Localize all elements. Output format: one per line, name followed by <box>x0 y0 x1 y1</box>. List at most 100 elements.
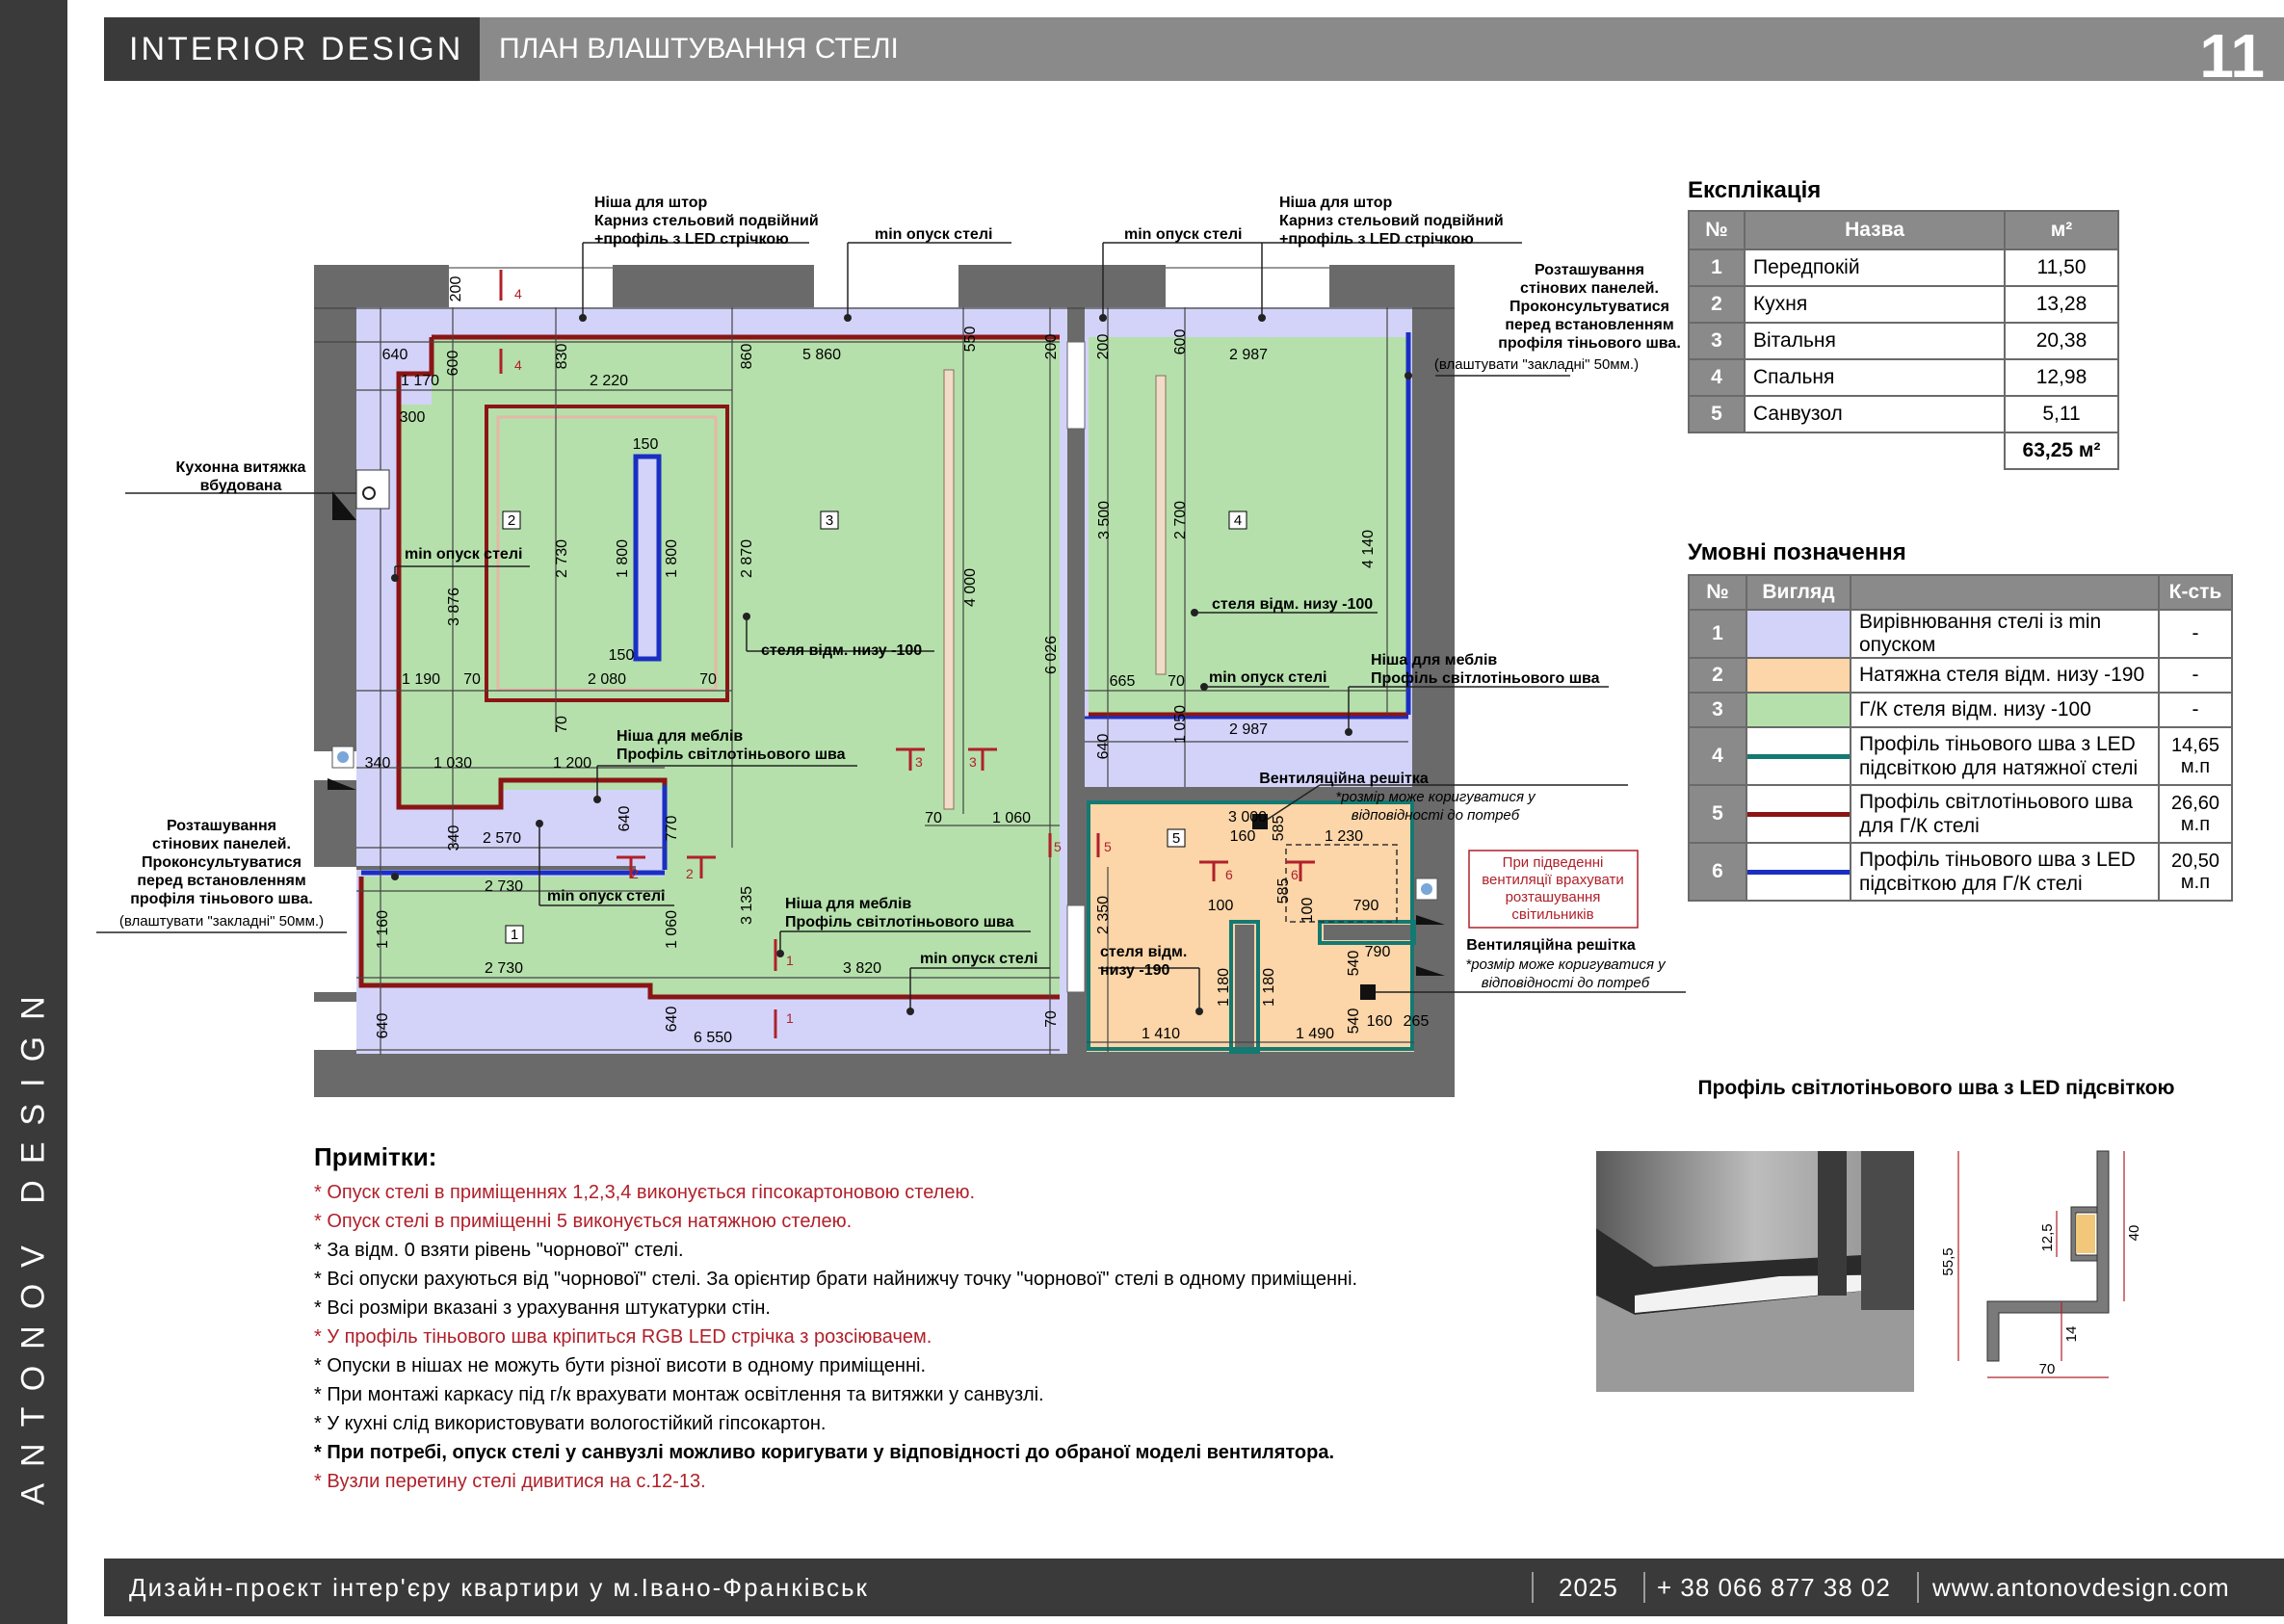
callout-wall-panels-top-note: (влаштувати "закладні" 50мм.) <box>1434 356 1639 373</box>
footer-website[interactable]: www.antonovdesign.com <box>1932 1573 2230 1602</box>
dim-label: 200 <box>1095 334 1112 360</box>
callout-min-drop-top-right: min опуск стелі <box>1124 226 1242 243</box>
dim-label: 3 820 <box>843 960 881 977</box>
col-header-num: № <box>1688 210 1746 250</box>
dim-label: 100 <box>1300 898 1316 924</box>
dim-label: 1 160 <box>375 910 391 949</box>
table-row: 1 Передпокій 11,50 <box>1688 249 2119 287</box>
callout-min-drop-top: min опуск стелі <box>875 226 992 243</box>
dim-label: 1 180 <box>1261 968 1277 1007</box>
section-mark-3-b: 3 <box>968 747 997 771</box>
dim-label: 3 135 <box>739 886 755 925</box>
legend-swatch-blue-line <box>1746 842 1851 902</box>
room-label-5: 5 <box>1172 830 1180 847</box>
dim-label: 830 <box>554 344 570 370</box>
room-label-3: 3 <box>826 512 833 529</box>
note-item: * У профіль тіньового шва кріпиться RGB … <box>314 1326 932 1348</box>
profile-render <box>1596 1151 1914 1392</box>
svg-text:6: 6 <box>1225 867 1233 882</box>
dim-label: 640 <box>1095 734 1112 760</box>
dim-label: 3 876 <box>446 588 462 626</box>
dim-label: 160 <box>1230 828 1256 845</box>
dim-label: 585 <box>1271 816 1287 842</box>
callout-wall-panels-left-note: (влаштувати "закладні" 50мм.) <box>119 913 324 930</box>
dim-label: 1 410 <box>1142 1026 1180 1042</box>
dim-label: 1 200 <box>553 755 591 772</box>
dim-label: 70 <box>554 716 570 733</box>
dim-label: 70 <box>1043 1010 1060 1028</box>
table-row: 1 Вирівнювання стелі із min опуском - <box>1688 609 2233 659</box>
gk-ceiling-bedroom <box>1089 337 1408 715</box>
callout-ceiling-level-3: стеля відм. низу -100 <box>761 642 922 659</box>
dim-label: 265 <box>1404 1013 1430 1030</box>
dim-label: 70 <box>699 671 717 688</box>
footer-phone[interactable]: + 38 066 877 38 02 <box>1657 1573 1891 1602</box>
dim-label: 100 <box>1208 898 1234 914</box>
dim-label: 2 080 <box>588 671 626 688</box>
light-shadow-profile <box>358 334 1408 1000</box>
explication-table: № Назва м² 1 Передпокій 11,50 2 Кухня 13… <box>1688 210 2119 470</box>
note-item: * Опуски в нішах не можуть бути різної в… <box>314 1355 926 1376</box>
table-row: 3 Вітальня 20,38 <box>1688 322 2119 360</box>
dim-label: 340 <box>446 825 462 851</box>
explication-total: 63,25 м² <box>2004 432 2119 470</box>
dim-label: 6 550 <box>694 1030 732 1046</box>
legend-title: Умовні позначення <box>1688 539 1906 565</box>
svg-text:5: 5 <box>1104 839 1112 854</box>
section-mark-3-a: 3 <box>896 747 925 771</box>
dim-label: 1 490 <box>1296 1026 1334 1042</box>
legend-table: № Вигляд К-сть 1 Вирівнювання стелі із m… <box>1688 574 2233 902</box>
svg-text:6: 6 <box>1291 867 1299 882</box>
dim-label: 200 <box>448 276 464 302</box>
table-row: 2 Натяжна стеля відм. низу -190 - <box>1688 657 2233 694</box>
callout-vent-top: Вентиляційна решітка <box>1259 771 1429 787</box>
dim-label: 150 <box>609 647 635 664</box>
dim-label: 2 350 <box>1095 896 1112 934</box>
profile-dim-bottom: 14 <box>2063 1326 2080 1343</box>
dim-label: 1 050 <box>1172 705 1189 744</box>
svg-text:2: 2 <box>686 866 694 881</box>
table-row: 3 Г/К стеля відм. низу -100 - <box>1688 692 2233 728</box>
dim-label: 2 987 <box>1229 721 1268 738</box>
profile-dim-inner: 40 <box>2126 1225 2142 1242</box>
table-row: 5 Санвузол 5,11 <box>1688 395 2119 433</box>
callout-bath-level: стеля відм.низу -190 <box>1100 944 1187 979</box>
section-mark-6-a: 6 <box>1199 860 1233 882</box>
notes: Примітки: * Опуск стелі в приміщеннях 1,… <box>314 1142 1566 1496</box>
room-label-4: 4 <box>1234 512 1242 529</box>
dim-label: 585 <box>1275 878 1292 904</box>
section-mark-6-b: 6 <box>1286 860 1315 882</box>
dim-label: 2 570 <box>483 830 521 847</box>
dim-label: 200 <box>1043 334 1060 360</box>
callout-min-drop-bottom: min опуск стелі <box>920 951 1037 967</box>
callout-min-drop-bedroom: min опуск стелі <box>1209 669 1326 686</box>
table-row: 4 Профіль тіньового шва з LED підсвіткою… <box>1688 726 2233 786</box>
gk-ceiling-kitchen-living <box>361 337 1060 997</box>
dim-label: 340 <box>365 755 391 772</box>
dim-label: 2 220 <box>590 373 628 389</box>
dim-label: 550 <box>962 327 979 353</box>
callout-min-drop-kitchen: min опуск стелі <box>405 546 522 563</box>
svg-text:2: 2 <box>631 866 639 881</box>
table-row: 2 Кухня 13,28 <box>1688 285 2119 324</box>
dim-label: 300 <box>400 409 426 426</box>
dim-label: 70 <box>1168 673 1185 690</box>
dim-label: 1 060 <box>664 910 680 949</box>
dim-label: 70 <box>925 810 942 826</box>
profile-title: Профіль світлотіньового шва з LED підсві… <box>1697 1077 2175 1099</box>
legend-swatch-stretch <box>1746 657 1851 694</box>
dim-label: 1 800 <box>615 539 631 578</box>
legend-header-count: К-сть <box>2158 574 2233 611</box>
callout-ceiling-level-4: стеля відм. низу -100 <box>1212 596 1373 613</box>
profile-dim-led: 12,5 <box>2039 1223 2056 1251</box>
col-header-name: Назва <box>1744 210 2006 250</box>
header-bar: INTERIOR DESIGN ПЛАН ВЛАШТУВАННЯ СТЕЛІ 1… <box>104 17 2284 91</box>
dim-label: 600 <box>1172 329 1189 355</box>
callout-vent-bottom: Вентиляційна решітка <box>1466 937 1636 954</box>
svg-text:1: 1 <box>786 953 794 968</box>
svg-text:1: 1 <box>786 1010 794 1026</box>
